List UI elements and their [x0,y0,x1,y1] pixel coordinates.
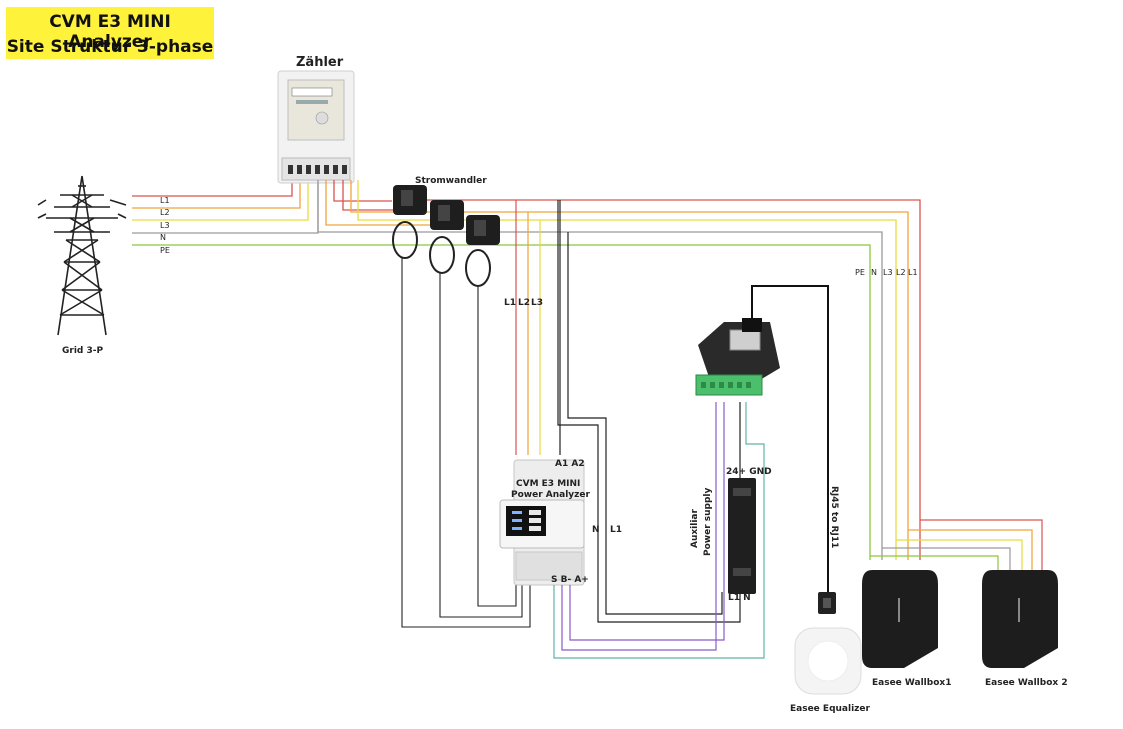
analyzer-voltage-wires [515,200,741,623]
grid-line-label-l2: L2 [160,208,170,217]
analyzer-type: Power Analyzer [511,490,591,500]
grid-line-label-l3: L3 [160,221,170,230]
equalizer-icon [794,592,862,695]
ct-2-icon [429,200,464,274]
feed-label-l1: L1 [908,268,918,277]
rj45-cable-label: RJ45 to RJ11 [829,486,839,548]
wallbox2-feed-wires [870,519,1043,570]
equalizer-label: Easee Equalizer [790,704,871,714]
analyzer-input-l1: L1 [504,298,516,308]
ct-3-icon [465,215,500,287]
diagram-subtitle: Site Struktur 3-phase [6,37,214,57]
psu-label-2: Power supply [703,487,713,556]
current-transformer-label: Stromwandler [415,176,487,186]
rj45-adapter-icon [695,318,780,396]
ct-secondary-wires [401,258,531,628]
wallbox2-label: Easee Wallbox 2 [985,678,1068,688]
grid-label: Grid 3-P [62,346,103,356]
analyzer-input-l3: L3 [531,298,543,308]
psu-bottom-label: L1 N [728,593,751,603]
grid-line-label-n: N [160,233,166,242]
psu-label-1: Auxiliar [690,508,700,548]
analyzer-name: CVM E3 MINI [516,479,580,489]
feed-label-l3: L3 [883,268,893,277]
rs485-bus-wires [553,402,765,659]
feed-label-pe: PE [855,268,865,277]
analyzer-a1a2-label: A1 A2 [555,459,585,469]
feed-label-n: N [871,268,877,277]
wallbox1-label: Easee Wallbox1 [872,678,951,688]
meter-label: Zähler [296,55,344,70]
analyzer-input-l2: L2 [518,298,530,308]
ct-1-icon [392,185,427,259]
psu-top-label: 24+ GND [726,467,772,477]
analyzer-l1-label: L1 [610,525,622,535]
power-analyzer-icon [499,459,585,586]
wallbox1-icon [862,570,938,668]
wallbox2-icon [982,570,1058,668]
diagram-title: CVM E3 MINI Analyzer [49,12,171,52]
grid-tower-icon [37,175,127,336]
energy-meter-icon [277,70,355,184]
analyzer-rs485-label: S B- A+ [551,575,589,585]
feed-label-l2: L2 [896,268,906,277]
rj45-cable [751,285,829,595]
analyzer-n-label: N [592,525,600,535]
grid-line-label-l1: L1 [160,196,170,205]
title-box: CVM E3 MINI Analyzer Site Struktur 3-pha… [6,7,214,59]
power-supply-icon [728,478,756,594]
current-transformer-icons [392,185,500,287]
grid-line-label-pe: PE [160,246,170,255]
